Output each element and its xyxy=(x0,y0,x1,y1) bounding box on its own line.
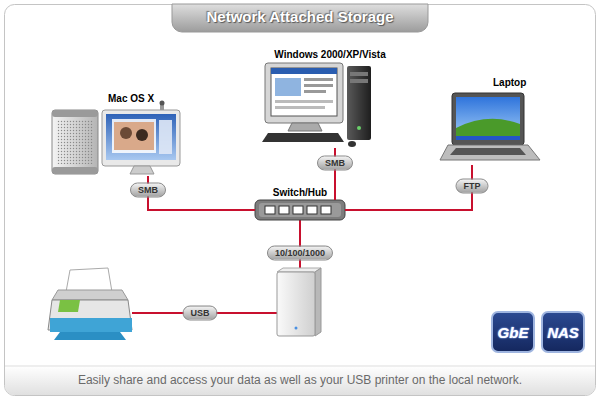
feature-badge-text: NAS xyxy=(547,324,579,341)
windows-pc-illustration xyxy=(347,66,371,140)
device-label: Mac OS X xyxy=(108,93,178,105)
device-node: Switch/Hub xyxy=(255,200,345,220)
switch-illustration xyxy=(259,203,341,217)
mac-pro-illustration xyxy=(52,101,180,175)
device-node: Mac OS X xyxy=(50,93,185,176)
windows-pc-illustration xyxy=(350,79,368,83)
switch-illustration xyxy=(255,200,345,220)
laptop-illustration xyxy=(440,93,540,160)
nas-illustration xyxy=(295,327,298,330)
device-node: Laptop xyxy=(440,77,540,165)
mac-pro-illustration xyxy=(130,166,154,174)
mac-pro-illustration xyxy=(52,110,98,117)
windows-pc-illustration xyxy=(271,68,337,74)
laptop-illustration xyxy=(456,97,520,140)
windows-pc-illustration xyxy=(262,133,344,142)
windows-pc-illustration xyxy=(304,78,333,81)
link-tag: 10/100/1000 xyxy=(267,246,333,261)
switch-illustration xyxy=(279,206,289,214)
switch-illustration xyxy=(255,200,345,220)
switch-illustration xyxy=(265,206,275,214)
nas-illustration xyxy=(277,268,321,336)
mac-pro-illustration xyxy=(114,122,154,150)
frame xyxy=(5,5,596,396)
mac-pro-illustration xyxy=(159,120,172,154)
windows-pc-illustration xyxy=(262,63,371,147)
protocol-tag: SMB xyxy=(317,156,353,171)
feature-badge xyxy=(492,312,584,352)
static-wires xyxy=(132,220,300,313)
caption: Easily share and access your data as wel… xyxy=(0,373,600,387)
caption-rule xyxy=(5,366,595,367)
switch-illustration xyxy=(307,206,317,214)
feature-badge xyxy=(492,312,534,352)
laptop-illustration xyxy=(450,148,526,155)
switch-illustration xyxy=(293,206,303,214)
mac-pro-illustration xyxy=(136,129,148,141)
mac-pro-illustration xyxy=(106,114,176,160)
windows-pc-illustration xyxy=(271,68,337,116)
device-node: Windows 2000/XP/Vista xyxy=(258,48,402,148)
windows-pc-illustration xyxy=(348,141,356,147)
network-cable xyxy=(345,165,472,210)
nas-illustration xyxy=(315,268,321,336)
mac-pro-illustration xyxy=(57,120,93,164)
mac-pro-illustration xyxy=(52,110,98,174)
printer-illustration xyxy=(52,290,128,300)
printer-illustration xyxy=(48,268,132,340)
printer-illustration xyxy=(58,300,80,312)
mac-pro-illustration xyxy=(160,101,165,106)
laptop-illustration xyxy=(440,145,540,160)
laptop-illustration xyxy=(456,136,520,140)
mac-pro-illustration xyxy=(112,119,156,153)
windows-pc-illustration xyxy=(357,126,361,130)
feature-badge-text: GbE xyxy=(498,324,529,341)
nas-illustration xyxy=(277,268,321,272)
windows-pc-illustration xyxy=(265,63,343,123)
device-label: Laptop xyxy=(493,77,540,89)
protocol-tag: SMB xyxy=(130,183,166,198)
device-label: Switch/Hub xyxy=(250,187,350,199)
link-tag: USB xyxy=(182,306,217,321)
windows-pc-illustration xyxy=(350,72,368,76)
printer-illustration xyxy=(54,332,126,340)
windows-pc-illustration xyxy=(304,84,333,87)
mac-pro-illustration xyxy=(52,167,98,174)
laptop-illustration xyxy=(456,119,520,140)
windows-pc-illustration xyxy=(275,78,301,96)
windows-pc-illustration xyxy=(288,123,322,131)
switch-illustration xyxy=(321,206,331,214)
title: Network Attached Storage xyxy=(170,8,430,25)
protocol-tag: FTP xyxy=(456,179,489,194)
printer-illustration xyxy=(66,268,112,292)
laptop-illustration xyxy=(452,93,524,145)
mac-pro-illustration xyxy=(102,110,180,166)
feature-badge xyxy=(542,312,584,352)
windows-pc-illustration xyxy=(304,90,326,93)
nas-illustration xyxy=(277,272,315,336)
mac-pro-illustration xyxy=(120,127,132,139)
windows-pc-illustration xyxy=(275,106,325,109)
device-label: Windows 2000/XP/Vista xyxy=(258,49,402,61)
printer-illustration xyxy=(50,318,132,332)
windows-pc-illustration xyxy=(275,100,333,103)
